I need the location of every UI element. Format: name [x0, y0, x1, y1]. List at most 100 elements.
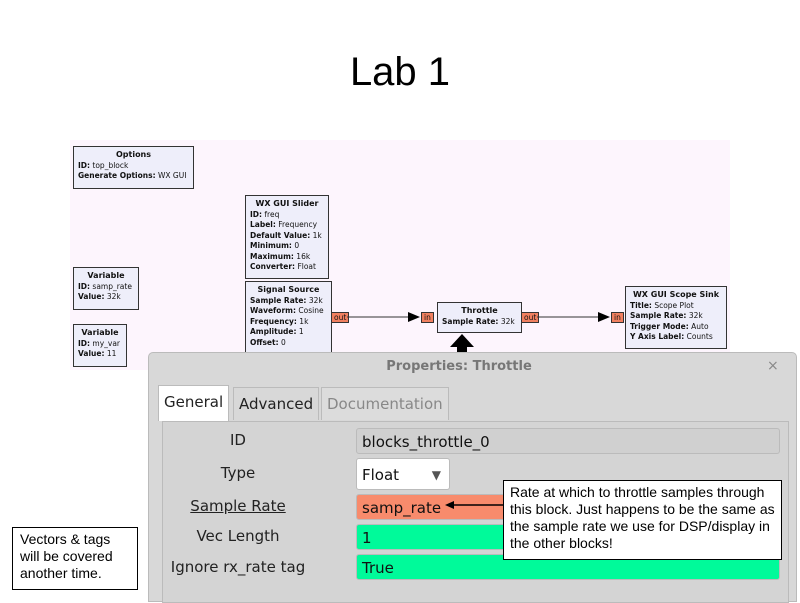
param-value: Cosine: [298, 306, 324, 315]
param-value: 32k: [500, 316, 515, 326]
tab-documentation[interactable]: Documentation: [321, 387, 449, 420]
label-ignore-rx-rate-tag: Ignore rx_rate tag: [170, 558, 306, 576]
label-type: Type: [220, 464, 256, 482]
param-key: Value:: [78, 292, 105, 301]
param-key: Sample Rate:: [250, 295, 307, 305]
param-value: Scope Plot: [654, 300, 694, 310]
block-param: Sample Rate: 32k: [630, 311, 722, 322]
block-param: ID: top_block: [78, 161, 189, 172]
block-param: Y Axis Label: Counts: [630, 332, 722, 343]
block-param: Minimum: 0: [250, 241, 324, 252]
block-param: Default Value: 1k: [250, 231, 324, 242]
param-key: Value:: [78, 349, 105, 358]
param-value: 1k: [299, 316, 309, 326]
param-key: Converter:: [250, 262, 296, 271]
block-param: Frequency: 1k: [250, 317, 327, 328]
param-value: 0: [294, 241, 300, 250]
dialog-title: Properties: Throttle: [386, 359, 532, 374]
param-key: ID:: [78, 281, 91, 291]
param-value: 1: [298, 327, 304, 336]
param-value: 32k: [688, 311, 703, 320]
big-arrow-to-throttle: [450, 334, 474, 352]
param-value: Counts: [686, 332, 713, 341]
block-param: Converter: Float: [250, 262, 324, 273]
param-key: Amplitude:: [250, 327, 297, 336]
block-param: Sample Rate: 32k: [250, 296, 327, 307]
block-param: ID: freq: [250, 210, 324, 221]
block-param: Value: 32k: [78, 292, 134, 303]
param-value: Frequency: [278, 220, 318, 229]
block-title: WX GUI Slider: [255, 199, 319, 208]
param-value: 32k: [106, 292, 121, 301]
close-icon[interactable]: ×: [767, 358, 779, 374]
tab-advanced[interactable]: Advanced: [233, 387, 320, 420]
tab-general[interactable]: General: [158, 385, 230, 421]
param-key: Frequency:: [250, 316, 297, 326]
param-value: 32k: [308, 295, 323, 305]
block-title: Throttle: [461, 306, 498, 315]
param-value: my_var: [92, 338, 121, 348]
param-key: Sample Rate:: [630, 311, 687, 320]
label-sample-rate: Sample Rate: [190, 497, 286, 515]
scope-in-port[interactable]: in: [611, 312, 624, 323]
param-key: Offset:: [250, 337, 279, 347]
block-title: Signal Source: [257, 285, 320, 294]
param-value: freq: [264, 209, 280, 219]
param-key: Minimum:: [250, 241, 292, 250]
param-key: ID:: [250, 209, 263, 219]
param-value: samp_rate: [92, 281, 132, 291]
param-key: ID:: [78, 160, 91, 170]
note-box: Vectors & tags will be covered another t…: [12, 527, 138, 590]
type-select[interactable]: Float ▼: [356, 458, 450, 490]
block-param: Maximum: 16k: [250, 252, 324, 263]
connection-source-throttle: [347, 312, 420, 322]
callout-box: Rate at which to throttle samples throug…: [503, 480, 782, 560]
param-key: Maximum:: [250, 251, 294, 261]
block-param: ID: samp_rate: [78, 282, 134, 293]
block-param: Waveform: Cosine: [250, 306, 327, 317]
param-value: Auto: [691, 321, 709, 331]
block-title: WX GUI Scope Sink: [632, 290, 720, 299]
param-value: Float: [297, 262, 316, 271]
connection-throttle-scope: [537, 312, 610, 322]
block-title: Options: [115, 150, 152, 159]
param-key: Label:: [250, 220, 276, 229]
param-value: top_block: [92, 160, 129, 170]
param-key: Trigger Mode:: [630, 321, 689, 331]
label-id: ID: [230, 431, 246, 449]
param-key: Generate Options:: [78, 171, 156, 180]
block-param: Sample Rate: 32k: [442, 317, 517, 328]
param-key: Waveform:: [250, 306, 296, 315]
param-value: 16k: [296, 251, 311, 261]
block-param: Amplitude: 1: [250, 327, 327, 338]
type-value: Float: [362, 466, 400, 484]
param-key: Sample Rate:: [442, 316, 499, 326]
block-param: ID: my_var: [78, 339, 122, 350]
block-param: Title: Scope Plot: [630, 301, 722, 312]
id-field[interactable]: blocks_throttle_0: [356, 428, 780, 454]
throttle-in-port[interactable]: in: [421, 312, 434, 323]
param-value: WX GUI: [157, 171, 187, 180]
param-key: Default Value:: [250, 230, 311, 240]
param-key: ID:: [78, 338, 91, 348]
param-value: 11: [106, 349, 117, 358]
block-param: Generate Options: WX GUI: [78, 171, 189, 182]
chevron-down-icon: ▼: [431, 468, 441, 482]
param-key: Y Axis Label:: [630, 332, 685, 341]
label-vec-length: Vec Length: [196, 527, 280, 545]
block-title: Variable: [87, 271, 125, 280]
block-param: Trigger Mode: Auto: [630, 322, 722, 333]
block-param: Label: Frequency: [250, 220, 324, 231]
block-param: Value: 11: [78, 349, 122, 360]
param-value: 0: [280, 337, 286, 347]
param-key: Title:: [630, 300, 652, 310]
